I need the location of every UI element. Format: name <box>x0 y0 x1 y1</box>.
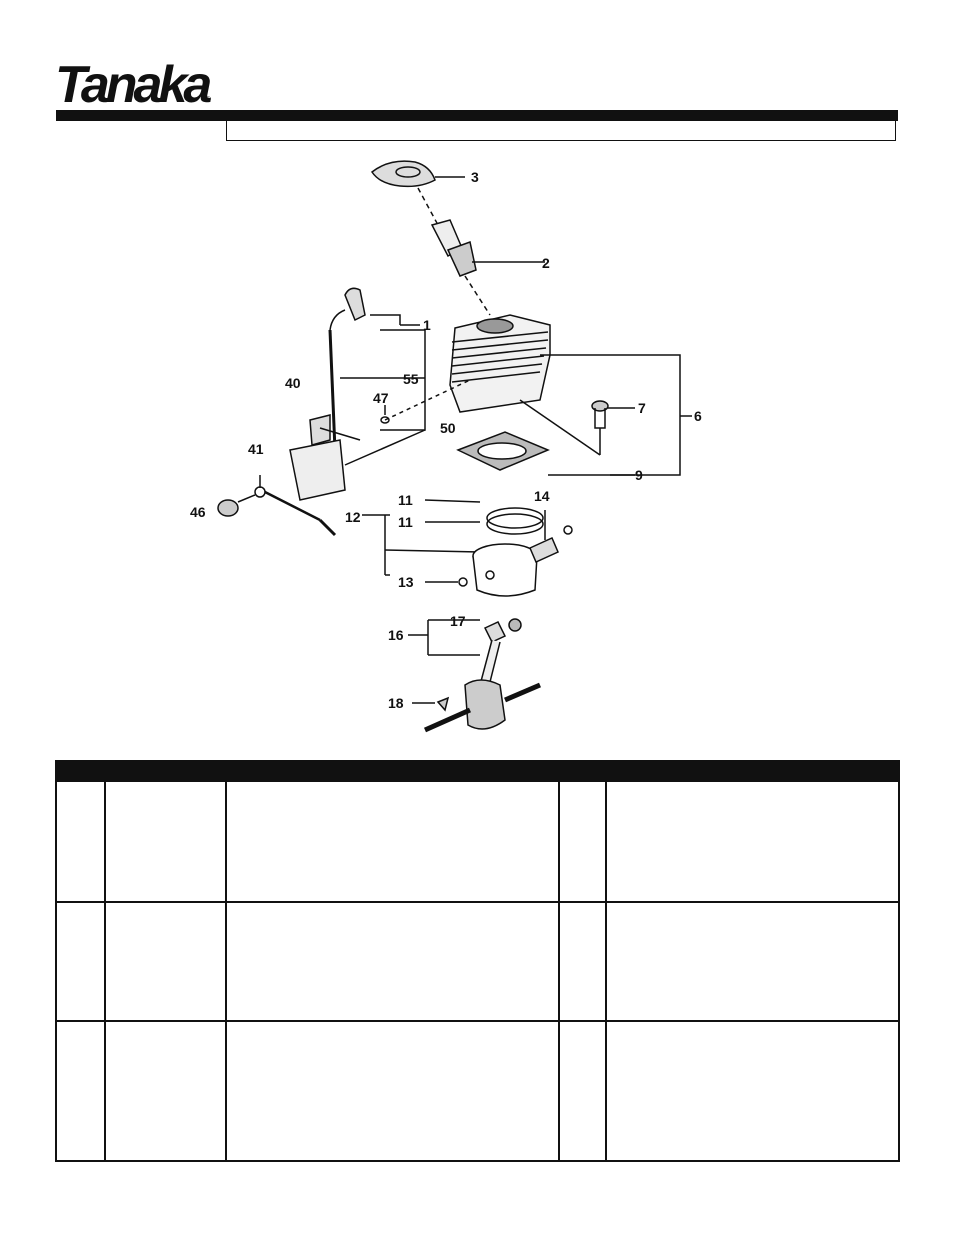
trademark-symbol: ® <box>205 95 211 104</box>
parts-list-table <box>55 760 900 1162</box>
logo-wordmark: Tanaka <box>55 56 211 110</box>
spark-plug-cap-illustration <box>370 160 465 188</box>
piston-pin-illustration <box>529 510 573 563</box>
table-column-divider <box>104 782 106 1160</box>
spark-plug-illustration <box>430 219 545 277</box>
piston-rings-illustration <box>362 499 544 576</box>
callout-16: 16 <box>388 627 404 643</box>
callout-1: 1 <box>423 317 431 333</box>
callout-11: 11 <box>398 514 413 530</box>
table-column-divider <box>605 782 607 1160</box>
table-row <box>57 901 898 1022</box>
cylinder-illustration <box>449 314 692 476</box>
ignition-coil-illustration <box>289 287 426 501</box>
callout-18: 18 <box>388 695 404 711</box>
title-box <box>226 121 896 141</box>
callout-47: 47 <box>373 390 389 406</box>
table-row <box>57 1020 898 1160</box>
callout-11: 11 <box>398 492 413 508</box>
bolt-illustration <box>591 400 635 429</box>
callout-3: 3 <box>471 169 479 185</box>
washer-illustration <box>380 379 471 424</box>
callout-14: 14 <box>534 488 550 504</box>
header-bar <box>56 110 898 121</box>
tanaka-logo: Tanaka ® <box>55 50 215 114</box>
exploded-parts-diagram: 3 2 1 55 40 47 50 6 7 9 41 46 11 12 11 1… <box>180 150 740 750</box>
table-column-divider <box>225 782 227 1160</box>
table-header <box>57 762 898 782</box>
callout-13: 13 <box>398 574 414 590</box>
callout-46: 46 <box>190 504 206 520</box>
callout-55: 55 <box>403 371 419 387</box>
callout-12: 12 <box>345 509 361 525</box>
callout-50: 50 <box>440 420 456 436</box>
callout-41: 41 <box>248 441 264 457</box>
callout-7: 7 <box>638 400 646 416</box>
table-column-divider <box>558 782 560 1160</box>
gasket-illustration <box>456 431 635 476</box>
callout-40: 40 <box>285 375 301 391</box>
table-row <box>57 782 898 903</box>
callout-2: 2 <box>542 255 550 271</box>
ground-wire-illustration <box>217 475 337 537</box>
callout-9: 9 <box>635 467 643 483</box>
callout-6: 6 <box>694 408 702 424</box>
callout-17: 17 <box>450 613 466 629</box>
crankshaft-illustration <box>408 618 541 733</box>
